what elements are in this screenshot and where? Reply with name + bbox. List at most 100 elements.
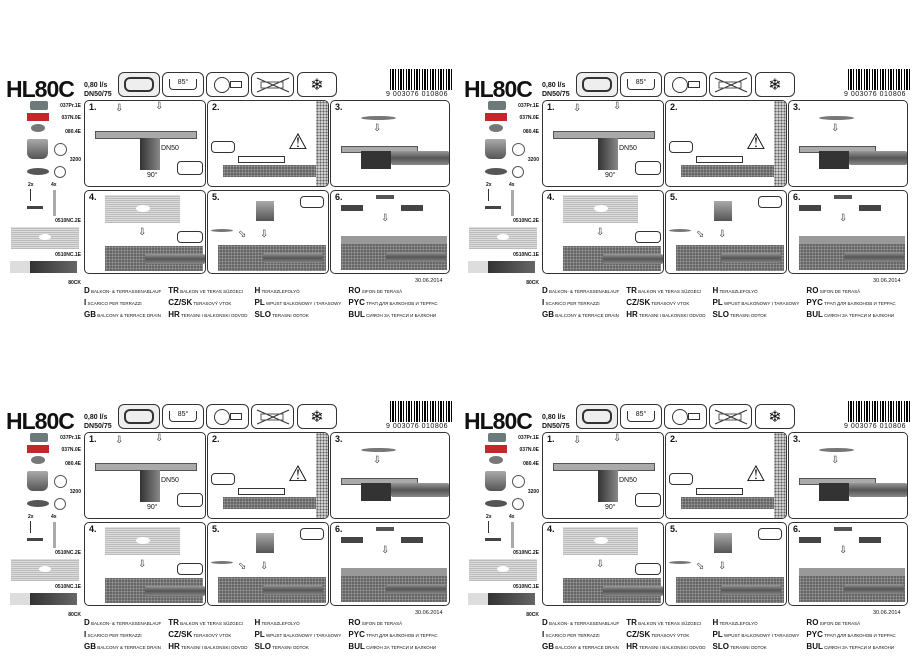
step-number: 6. (793, 524, 801, 534)
step-number: 5. (670, 192, 678, 202)
legend-col-4: RO SIFON DE TERASĂ PYC ТРАП ДЛЯ БАЛКОНОВ… (806, 617, 895, 653)
saw-icon (177, 493, 203, 507)
spirit-level-image (238, 488, 285, 495)
step-number: 2. (212, 434, 220, 444)
legend-entry: RO SIFON DE TERASĂ (348, 286, 403, 295)
temperature-label: 85° (169, 411, 197, 422)
slab-image (681, 497, 774, 509)
part-code: 0510NC.2E (513, 550, 539, 556)
step-5-panel: 5. ⬂ ⇩ (207, 190, 329, 274)
pin-image (53, 190, 56, 216)
drain-body-image (10, 261, 77, 273)
temperature-85-icon: 85° (162, 404, 204, 429)
step-number: 6. (335, 192, 343, 202)
step-5-panel: 5. ⬂ ⇩ (665, 522, 787, 606)
slab-image (223, 165, 316, 177)
part-code: 0510NC.1E (513, 252, 539, 258)
step-5-panel: 5. ⬂ ⇩ (665, 190, 787, 274)
key-image (485, 538, 501, 541)
pipe-image (849, 151, 907, 165)
temperature-label: 85° (627, 79, 655, 90)
legend-entry: CZ/SK TERASOVÝ VTOK (168, 298, 232, 307)
step-number: 5. (212, 192, 220, 202)
down-arrow-icon: ⇩ (138, 559, 147, 570)
drain-body-image (140, 138, 160, 170)
step-1-panel: 1. ⇩ ⇩ DN50 90° (84, 100, 206, 187)
key-image (485, 206, 501, 209)
level-icon (211, 473, 235, 485)
pipe-image (391, 151, 449, 165)
membrane-part-image (469, 559, 537, 581)
part-code: 80CK (68, 280, 81, 286)
part-code: 037Pr.1E (60, 435, 81, 441)
legend-col-2: TR BALKON VE TERAS SÜZGECI CZ/SK TERASOV… (626, 285, 705, 321)
legend-entry: D BALKON- & TERRASSENABLAUF (542, 286, 620, 295)
ring-part-image (27, 168, 49, 175)
part-code: 080.4E (523, 461, 539, 467)
legend-entry: CZ/SK TERASOVÝ VTOK (168, 630, 232, 639)
step-number: 1. (547, 434, 555, 444)
temperature-85-icon: 85° (162, 72, 204, 97)
legend-entry: TR BALKON VE TERAS SÜZGECI (168, 286, 244, 295)
step-6-panel: 6. ⇩ (330, 522, 450, 606)
saw-icon (635, 493, 661, 507)
step-number: 3. (335, 102, 343, 112)
recycle-icon (54, 166, 66, 178)
install-section-image (105, 246, 205, 271)
ring-image (669, 561, 691, 564)
step-number: 4. (547, 192, 555, 202)
part-code: 080.4E (65, 461, 81, 467)
screw-image (30, 521, 31, 533)
down-arrow-icon: ⇩ (138, 227, 147, 238)
legend-col-4: RO SIFON DE TERASĂ PYC ТРАП ДЛЯ БАЛКОНОВ… (806, 285, 895, 321)
waterproof-icon (635, 563, 661, 575)
recycle-icon (512, 166, 524, 178)
angle-label: 90° (605, 504, 616, 511)
down-arrow-icon: ⇩ (260, 229, 269, 240)
pipe-image (849, 483, 907, 497)
step-2-panel: 2. ⚠ (207, 100, 329, 187)
part-code: 037Pr.1E (60, 103, 81, 109)
step-number: 1. (89, 102, 97, 112)
grate-part-image (30, 433, 48, 442)
legend-entry: D BALKON- & TERRASSENABLAUF (542, 618, 620, 627)
install-section-image (105, 578, 205, 603)
step-4-panel: 4. ⇩ (84, 190, 206, 274)
legend-entry: PL WPUST BALKONOWY I TARASOWY (712, 298, 800, 307)
pipe-diameter: DN50/75 (542, 91, 570, 98)
warning-icon: ⚠ (746, 461, 766, 486)
arrow-icon: ⬂ (238, 229, 247, 240)
step-6-panel: 6. ⇩ (788, 190, 908, 274)
grate-image (799, 537, 821, 543)
drain-grate-icon (576, 72, 618, 97)
down-arrow-icon: ⇩ (839, 213, 848, 224)
frost-snowflake-icon: ❄ (755, 72, 795, 97)
legend-entry: D BALKON- & TERRASSENABLAUF (84, 618, 162, 627)
flow-rate: 0,80 l/s (84, 82, 108, 89)
legend-entry: H TERASZLEFOLYÓ (254, 618, 300, 627)
install-section-image (341, 568, 447, 602)
legend-col-2: TR BALKON VE TERAS SÜZGECI CZ/SK TERASOV… (626, 617, 705, 653)
legend-entry: TR BALKON VE TERAS SÜZGECI (626, 286, 702, 295)
pipe-diameter: DN50/75 (542, 423, 570, 430)
spirit-level-image (696, 156, 743, 163)
part-code: 3200 (527, 157, 539, 163)
drain-body-image (819, 483, 849, 501)
siphon-image (714, 201, 732, 221)
part-code: 037Pr.1E (518, 103, 539, 109)
step-number: 4. (89, 524, 97, 534)
part-code: 80CK (68, 612, 81, 618)
drain-body-image (361, 483, 391, 501)
key-image (834, 195, 852, 199)
drain-body-image (598, 470, 618, 502)
pin-quantity: 4x (509, 514, 515, 520)
down-arrow-icon: ⇩ (613, 433, 622, 444)
down-arrow-icon: ⇩ (839, 545, 848, 556)
legend-entry: RO SIFON DE TERASĂ (806, 618, 861, 627)
no-tool-icon (709, 404, 752, 429)
angle-label: 90° (147, 172, 158, 179)
product-title: HL80C (464, 76, 533, 102)
grate-image (401, 537, 423, 543)
